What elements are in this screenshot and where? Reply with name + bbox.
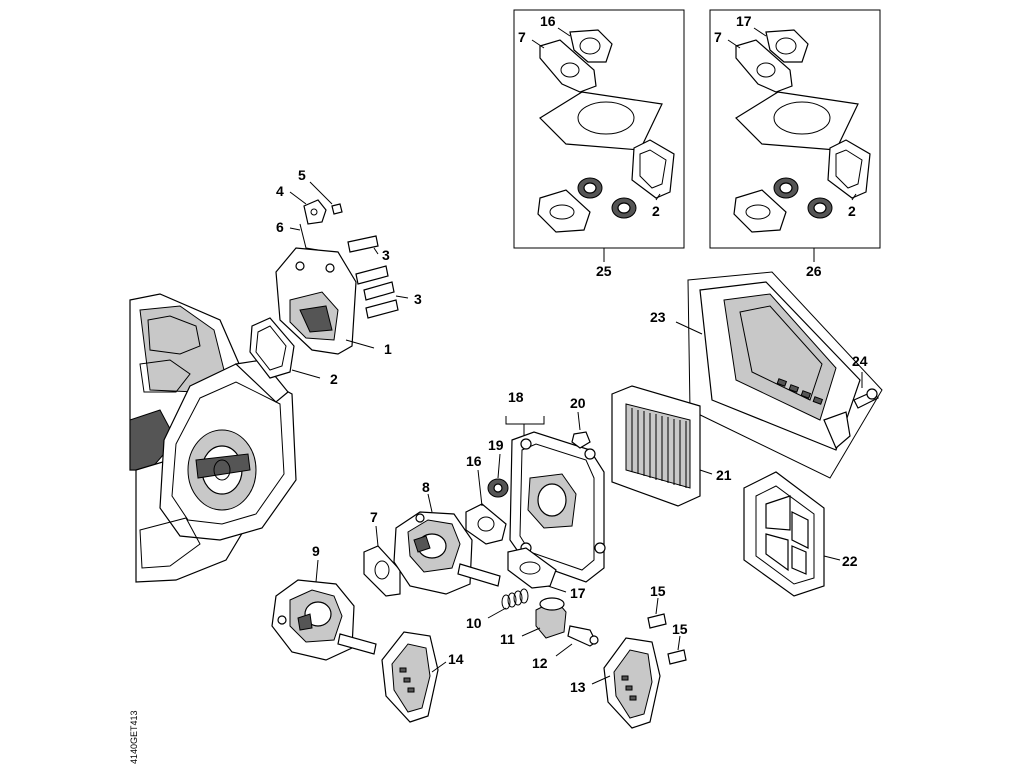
callout-19: 19 bbox=[488, 437, 504, 453]
callout-6: 6 bbox=[276, 219, 284, 235]
carburetor-cover-14: 14 bbox=[381, 631, 464, 723]
callout-16: 16 bbox=[466, 453, 482, 469]
callout-9: 9 bbox=[312, 543, 320, 559]
gasket-kit-26: 17 7 2 26 bbox=[709, 9, 881, 279]
callout-kit26-17: 17 bbox=[736, 13, 752, 29]
callout-13: 13 bbox=[570, 679, 586, 695]
carburetor-flange-assembly: 18 19 20 bbox=[487, 389, 606, 583]
callout-3b: 3 bbox=[414, 291, 422, 307]
callout-20: 20 bbox=[570, 395, 586, 411]
callout-10: 10 bbox=[466, 615, 482, 631]
callout-17: 17 bbox=[570, 585, 586, 601]
callout-5: 5 bbox=[298, 167, 306, 183]
center-gaskets: 16 17 bbox=[465, 453, 586, 601]
pre-filter-frame: 22 bbox=[743, 471, 858, 597]
carburetor-8: 8 7 bbox=[363, 479, 501, 597]
callout-2: 2 bbox=[330, 371, 338, 387]
callout-kit26-2: 2 bbox=[848, 203, 856, 219]
engine-fan-housing bbox=[129, 293, 297, 583]
callout-kit25-7: 7 bbox=[518, 29, 526, 45]
callout-24: 24 bbox=[852, 353, 868, 369]
spring-bellows-shaft: 10 11 12 bbox=[466, 588, 599, 671]
document-code: 4140GET413 bbox=[129, 710, 139, 764]
callout-kit26-label: 26 bbox=[806, 263, 822, 279]
callout-kit25-label: 25 bbox=[596, 263, 612, 279]
carburetor-cover-13: 13 15 15 bbox=[570, 583, 688, 729]
callout-7: 7 bbox=[370, 509, 378, 525]
air-filter-element: 21 bbox=[611, 385, 732, 507]
callout-3a: 3 bbox=[382, 247, 390, 263]
callout-kit25-16: 16 bbox=[540, 13, 556, 29]
callout-12: 12 bbox=[532, 655, 548, 671]
callout-15a: 15 bbox=[650, 583, 666, 599]
callout-kit26-7: 7 bbox=[714, 29, 722, 45]
callout-4: 4 bbox=[276, 183, 284, 199]
intake-manifold-assembly: 1 2 3 3 4 5 6 bbox=[249, 167, 422, 387]
callout-21: 21 bbox=[716, 467, 732, 483]
callout-1: 1 bbox=[384, 341, 392, 357]
callout-18: 18 bbox=[508, 389, 524, 405]
callout-15b: 15 bbox=[672, 621, 688, 637]
callout-22: 22 bbox=[842, 553, 858, 569]
carburetor-9: 9 bbox=[271, 543, 377, 661]
gasket-kit-25: 16 7 2 25 bbox=[513, 9, 685, 279]
callout-8: 8 bbox=[422, 479, 430, 495]
callout-23: 23 bbox=[650, 309, 666, 325]
air-filter-cover-box: 23 24 bbox=[650, 271, 883, 479]
callout-14: 14 bbox=[448, 651, 464, 667]
callout-11: 11 bbox=[500, 631, 515, 647]
callout-kit25-2: 2 bbox=[652, 203, 660, 219]
